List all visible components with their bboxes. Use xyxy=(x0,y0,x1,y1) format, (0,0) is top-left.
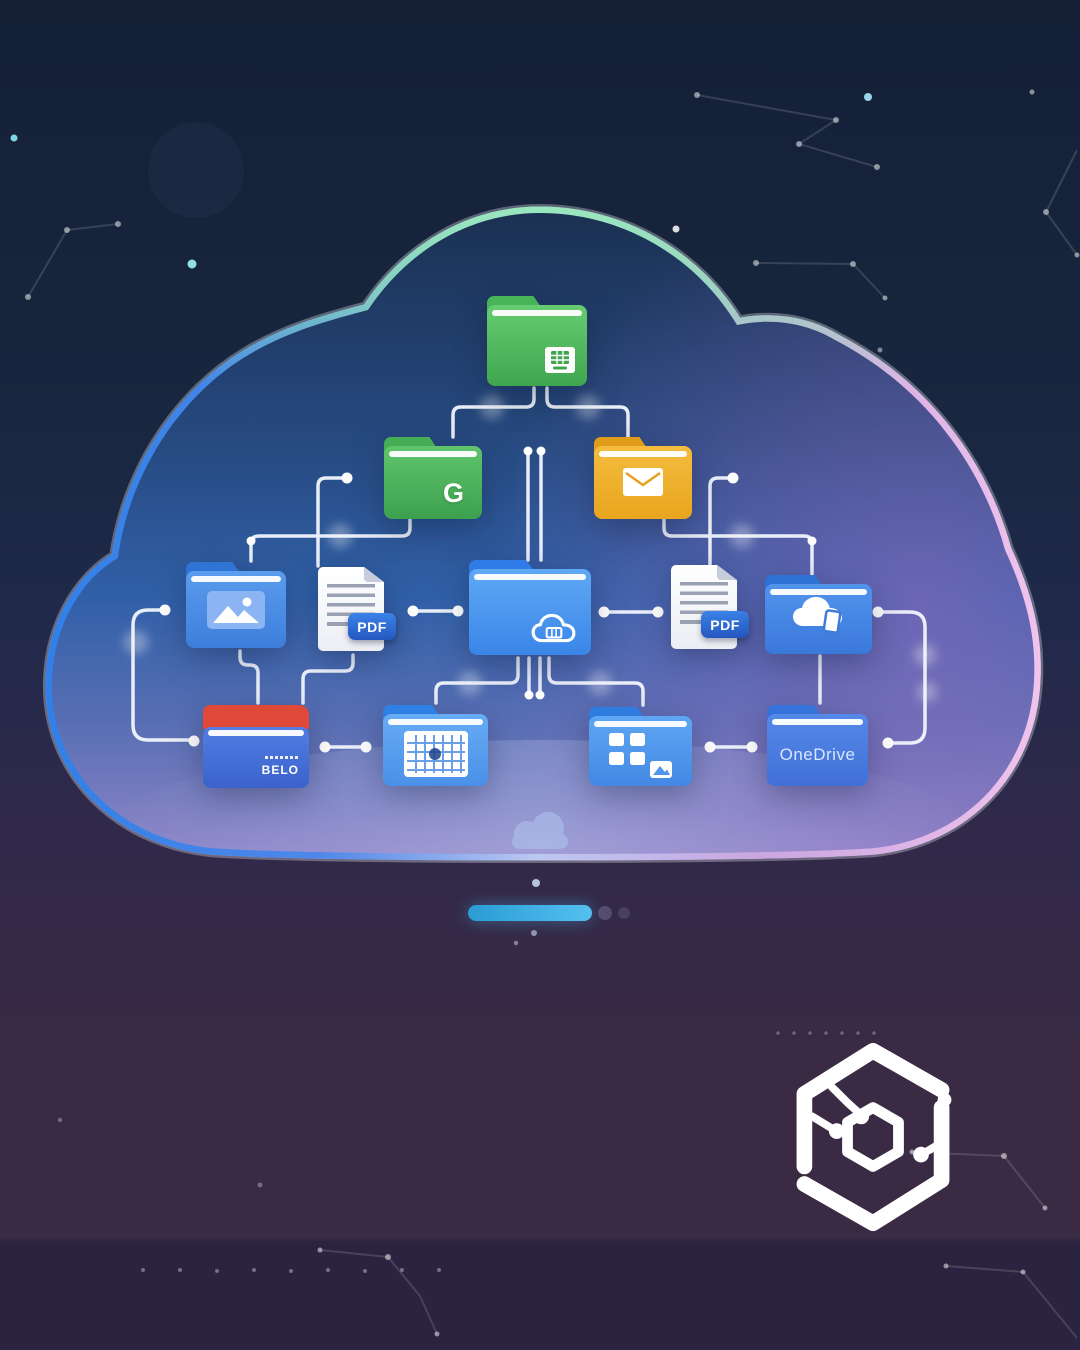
connector-nodes xyxy=(159,446,894,753)
app-grid-icon xyxy=(609,733,672,778)
document-text-lines xyxy=(327,584,375,618)
folder-stripe xyxy=(599,451,687,457)
folder-cloud-sync xyxy=(765,575,872,654)
brand-logo xyxy=(796,1042,952,1232)
logo-center-hexagon xyxy=(842,1102,904,1172)
micro-text-line xyxy=(265,755,299,759)
logo-ring-top xyxy=(796,1042,950,1175)
document-fold-corner xyxy=(717,565,737,580)
folder-root xyxy=(487,296,587,386)
folder-stripe xyxy=(389,451,477,457)
folder-onedrive: OneDrive xyxy=(767,705,868,786)
folder-apps xyxy=(589,707,692,786)
pdf-document-right: PDF xyxy=(671,565,749,649)
progress-dot xyxy=(618,907,630,919)
connector-lines xyxy=(131,386,927,749)
folder-stripe xyxy=(594,721,687,727)
cloud-upload-icon xyxy=(531,613,576,643)
folder-stripe xyxy=(191,576,281,582)
document-text-line xyxy=(327,622,364,626)
logo-circuit-tails xyxy=(808,1083,952,1163)
folder-stripe xyxy=(208,730,304,736)
folder-body xyxy=(767,714,868,786)
folder-photos xyxy=(186,562,286,648)
folder-stripe xyxy=(492,310,582,316)
folder-stripe xyxy=(770,589,867,595)
star-dots xyxy=(10,89,1035,1273)
cloud-device-icon xyxy=(793,597,842,634)
envelope-icon xyxy=(623,468,663,496)
cloud-shape xyxy=(52,213,1034,960)
folder-spreadsheet xyxy=(383,705,488,786)
small-cloud-icon xyxy=(512,812,568,849)
folder-tab xyxy=(203,705,265,724)
folder-body xyxy=(384,446,482,519)
pdf-document-left: PDF xyxy=(318,567,396,651)
table-icon xyxy=(404,731,468,777)
document-text-lines xyxy=(680,582,728,616)
image-icon xyxy=(207,591,265,629)
folder-body xyxy=(589,716,692,786)
folder-stripe xyxy=(388,719,483,725)
spreadsheet-badge-icon xyxy=(545,347,575,373)
pdf-badge: PDF xyxy=(701,611,749,638)
red-folder-label: BELO xyxy=(261,763,299,777)
folder-body xyxy=(487,305,587,386)
folder-mail xyxy=(594,437,692,519)
google-g-label: G xyxy=(442,478,464,508)
folder-google: G xyxy=(384,437,482,519)
document-text-line xyxy=(680,620,717,624)
document-fold-corner xyxy=(364,567,384,582)
folder-stripe xyxy=(474,574,586,580)
image-badge-icon xyxy=(650,761,672,778)
pdf-badge: PDF xyxy=(348,613,396,640)
folder-stripe xyxy=(772,719,863,725)
folder-cloud-main xyxy=(469,560,591,655)
constellation-dots xyxy=(25,92,1080,1337)
onedrive-label: OneDrive xyxy=(779,744,856,764)
progress-dot xyxy=(598,906,612,920)
progress-bar xyxy=(468,905,592,921)
folder-red: BELO xyxy=(203,705,309,788)
